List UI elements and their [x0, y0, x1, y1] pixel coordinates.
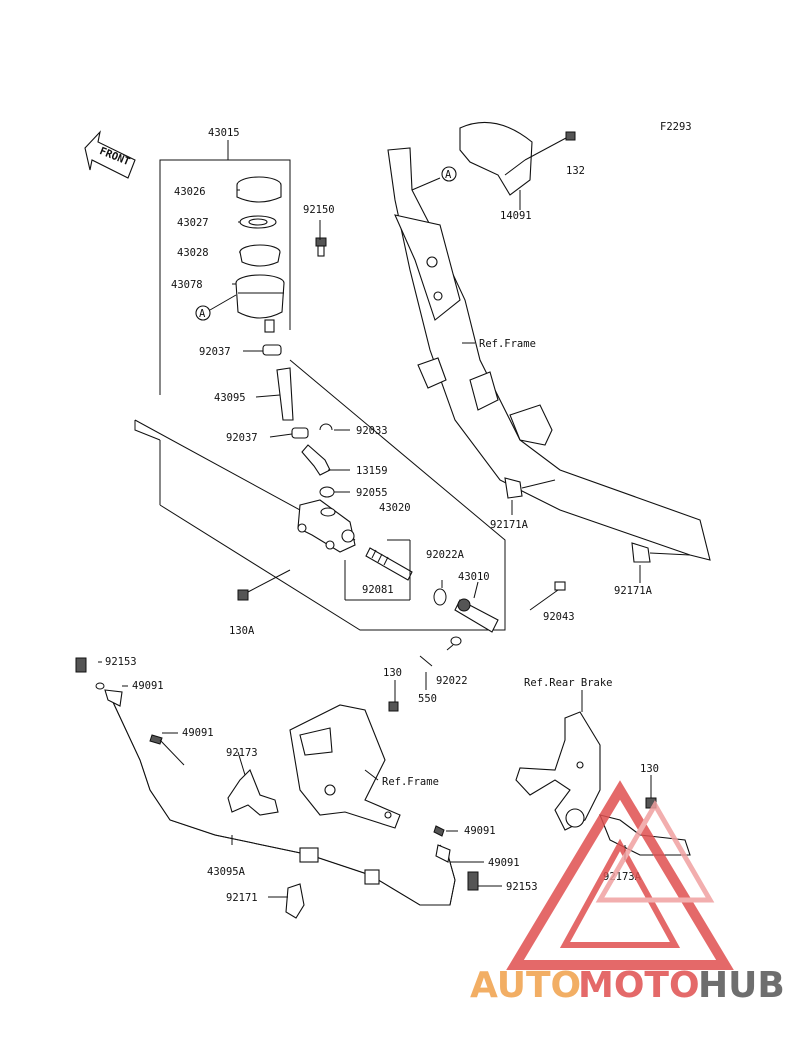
washer-92022: [450, 636, 462, 646]
circlip-92022a: [433, 588, 447, 606]
frame-lower-bracket: [289, 704, 401, 829]
label-43027: 43027: [177, 217, 209, 229]
washer-49091-c: [433, 825, 445, 837]
grommet-92171a-1: [504, 477, 556, 499]
rear-brake-pedal: [515, 711, 601, 831]
watermark-logo: AUTO MOTO HUB: [470, 780, 785, 1006]
pin-92043: [529, 581, 566, 611]
reference-labels: Ref.Frame Ref.Frame Ref.Rear Brake: [382, 338, 613, 788]
clamp-92037-upper: [262, 344, 282, 356]
frame-upper: [387, 147, 711, 561]
ref-frame-bottom: Ref.Frame: [382, 776, 439, 788]
label-132: 132: [566, 165, 585, 177]
label-43020: 43020: [379, 502, 411, 514]
ref-frame-top: Ref.Frame: [479, 338, 536, 350]
diaphragm: [239, 244, 281, 267]
watermark-part2: MOTO: [578, 965, 700, 1006]
label-43026: 43026: [174, 186, 206, 198]
label-49091-b: 49091: [182, 727, 214, 739]
cover-14091: [459, 121, 533, 196]
callout-a-left: A: [195, 294, 237, 321]
label-130-upper: 130: [383, 667, 402, 679]
label-92022a: 92022A: [426, 549, 465, 561]
label-43078: 43078: [171, 279, 203, 291]
hose-43095a: [111, 699, 456, 906]
watermark-part1: AUTO: [470, 965, 581, 1006]
label-92037-lower: 92037: [226, 432, 258, 444]
banjo-bolt-92153-left: [75, 657, 87, 673]
label-43010: 43010: [458, 571, 490, 583]
svg-text:A: A: [199, 308, 206, 320]
callout-a-top: A: [411, 166, 457, 191]
grommet-92171: [285, 883, 305, 919]
bolt-132: [524, 131, 576, 161]
label-92171a-1: 92171A: [490, 519, 529, 531]
washer-49091-a: [95, 682, 123, 707]
label-43028: 43028: [177, 247, 209, 259]
label-13159: 13159: [356, 465, 388, 477]
label-92153-left: 92153: [105, 656, 137, 668]
hose-43095: [276, 367, 294, 421]
label-92043: 92043: [543, 611, 575, 623]
bolt-130a: [237, 569, 291, 601]
bolt-130-upper: [388, 701, 399, 712]
label-550: 550: [418, 693, 437, 705]
figure-code: F2293: [660, 121, 692, 133]
label-92033: 92033: [356, 425, 388, 437]
label-92153-right: 92153: [506, 881, 538, 893]
watermark-part3: HUB: [698, 965, 785, 1006]
front-arrow-icon: FRONT: [84, 130, 136, 179]
label-49091-d: 49091: [488, 857, 520, 869]
label-92150: 92150: [303, 204, 335, 216]
label-92171a-2: 92171A: [614, 585, 653, 597]
cotter-pin-550: [419, 655, 433, 667]
label-49091-a: 49091: [132, 680, 164, 692]
label-92055: 92055: [356, 487, 388, 499]
label-92037-upper: 92037: [199, 346, 231, 358]
label-43095a: 43095A: [207, 866, 246, 878]
label-14091: 14091: [500, 210, 532, 222]
label-92173: 92173: [226, 747, 258, 759]
elbow-13159: [301, 444, 331, 476]
master-cylinder: [297, 499, 356, 553]
label-92171: 92171: [226, 892, 258, 904]
reservoir-cap: [236, 176, 282, 203]
label-43095: 43095: [214, 392, 246, 404]
label-49091-c: 49091: [464, 825, 496, 837]
leader-lines: [98, 159, 652, 898]
grommet-92171a-2: [631, 542, 691, 563]
bolt-92150: [315, 237, 327, 257]
circlip-92033: [319, 423, 333, 431]
label-43015: 43015: [208, 127, 240, 139]
clamp-92037-lower: [291, 427, 309, 439]
piston-43020: [365, 547, 413, 581]
label-130a: 130A: [229, 625, 255, 637]
label-92022: 92022: [436, 675, 468, 687]
washer-49091-d: [435, 844, 451, 863]
clip-92173: [227, 769, 279, 816]
svg-text:A: A: [445, 169, 452, 181]
banjo-bolt-92153-right: [467, 871, 479, 891]
assembly-bracket: [134, 140, 506, 631]
ref-rear-brake: Ref.Rear Brake: [524, 677, 613, 689]
label-130-rear: 130: [640, 763, 659, 775]
label-92081: 92081: [362, 584, 394, 596]
reservoir-tank: [235, 274, 285, 333]
pushrod-43010: [454, 598, 499, 633]
washer-49091-b: [149, 734, 163, 745]
oring-92055: [319, 486, 335, 498]
diaphragm-plate: [239, 215, 277, 229]
